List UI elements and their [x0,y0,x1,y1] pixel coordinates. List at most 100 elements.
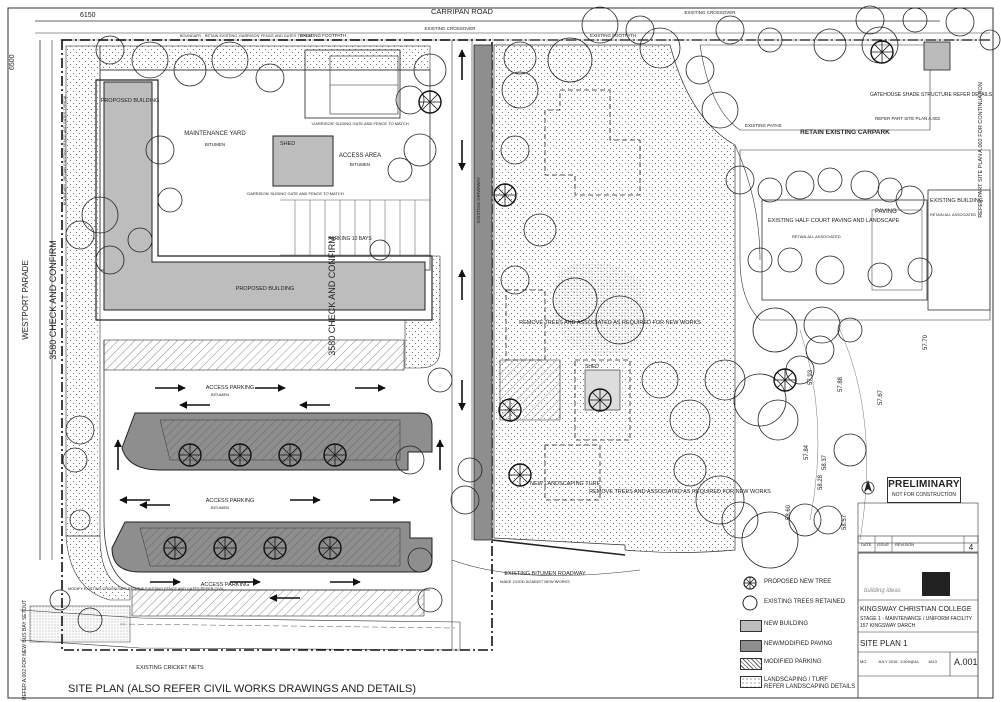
swatch-modified-parking [740,658,762,670]
label-refer-site-plan: REFER PART SITE PLAN A.002 [875,116,941,121]
proposed-tree-icon [870,40,894,64]
existing-tree-icon [788,503,822,537]
existing-tree-icon [945,7,975,37]
existing-tree-icon [395,85,425,115]
label-bitumen-roadway: EXISTING BITUMEN ROADWAY [504,571,586,577]
existing-tree-icon [777,247,803,273]
legend-modified-parking: MODIFIED PARKING [740,658,870,672]
label-maintenance-yard: MAINTENANCE YARD [184,131,246,137]
spot-level-label: 57.84 [804,444,810,460]
label-access-parking-2: ACCESS PARKING [206,498,255,504]
existing-tree-icon [552,277,598,323]
drawn-by: MG [860,659,867,664]
legend-new-paving: NEW/MODIFIED PAVING [740,640,870,654]
existing-tree-icon [145,135,175,165]
existing-tree-icon [595,295,645,345]
label-half-court-sub: RETAIN ALL ASSOCIATED [792,234,841,239]
label-proposed-building-2: PROPOSED BUILDING [236,286,295,292]
label-existing-paths: EXISTING PATHS [745,123,782,128]
brand-text: building ideas [864,588,901,594]
label-driveway: EXISTING DRIVEWAY [476,177,481,223]
existing-building [927,189,991,311]
traffic-arrows [114,49,466,602]
dim-setback-west: 3580 CHECK AND CONFIRM [48,240,58,360]
proposed-tree-icon [323,443,347,467]
existing-tree-icon [877,177,903,203]
job-number: 1613 [928,659,937,664]
existing-tree-icon [725,165,755,195]
title-block: building ideas eiw architects KINGSWAY C… [858,588,978,698]
existing-tree-icon [413,53,447,87]
north-arrow-icon [861,480,875,495]
label-modify-crossover: MODIFY EXISTING CROSSOVER REMOVE EXISTIN… [68,587,224,591]
existing-tree-icon [673,453,707,487]
proposed-tree-icon [163,536,187,560]
driveway-paving [473,44,493,541]
existing-tree-icon [833,433,867,467]
drawing-date: JULY 2016 [878,659,898,664]
label-garrison-gate: 'GARRISON' SLIDING GATE AND FENCE TO MAT… [311,121,408,126]
spot-level-label: 57.88 [838,376,844,392]
stamp-line2: NOT FOR CONSTRUCTION [891,492,957,498]
label-access-area: ACCESS AREA [339,153,381,159]
proposed-tree-icon [178,443,202,467]
existing-tree-icon [127,227,153,253]
proposed-building [103,81,426,311]
label-bitumen-1: BITUMEN [211,392,229,397]
proposed-tree-icon [743,576,757,590]
label-existing-footpath-2: EXISTING FOOTPATH [590,33,636,38]
existing-tree-icon [813,28,847,62]
proposed-tree-icon [263,536,287,560]
existing-tree-icon [403,133,437,167]
existing-tree-icon [157,187,183,213]
project-address: 157 KINGSWAY DARCH [860,623,916,629]
existing-tree-icon [979,29,1001,51]
existing-tree-icon [450,485,480,515]
existing-tree-icon [95,245,125,275]
existing-tree-icon [855,5,885,35]
west-landscaping-strip [65,45,101,537]
spot-level-label: 58.37 [822,454,828,470]
drawing-title: SITE PLAN 1 [860,639,908,648]
road-westport: WESTPORT PARADE [21,260,30,340]
proposed-tree-icon [773,368,797,392]
existing-tree-icon [427,367,453,393]
sheet-title: SITE PLAN (ALSO REFER CIVIL WORKS DRAWIN… [68,683,416,695]
legend-proposed-tree: PROPOSED NEW TREE [740,576,870,592]
legend-label: PROPOSED NEW TREE [764,579,832,585]
legend-label: NEW BUILDING [764,621,809,627]
existing-tree-icon [65,220,95,250]
proposed-tree-icon [213,536,237,560]
label-remove-trees-2: REMOVE TREES AND ASSOCIATED AS REQUIRED … [589,489,771,495]
label-existing-building: EXISTING BUILDING [930,198,983,204]
label-retain-carpark: RETAIN EXISTING CARPARK [800,129,890,136]
label-refer-site-plan-left: REFER A.002 FOR NEW BUS BAY SETOUT [22,600,28,700]
legend-landscaping: LANDSCAPING / TURF REFER LANDSCAPING DET… [740,676,870,690]
revision-notes-box [857,502,979,544]
existing-tree-icon [407,547,433,573]
existing-tree-icon [65,415,95,445]
existing-trees [49,5,1001,633]
existing-tree-icon [733,373,787,427]
existing-tree-icon [547,37,593,83]
existing-tree-icon [369,239,391,261]
existing-tree-icon [131,41,169,79]
existing-tree-icon [715,15,745,45]
sheet-border [7,7,994,699]
gatehouse-shade [923,41,951,71]
road-carripan: CARRIPAN ROAD [431,7,494,16]
label-half-court: EXISTING HALF COURT PAVING AND LANDSCAPE [768,218,900,224]
rev-date-header: DATE [861,542,872,547]
existing-tree-icon [77,607,103,633]
spot-level-label: 58.57 [842,514,848,530]
label-existing-crossover-2: EXISTING CROSSOVER [684,10,736,15]
existing-tree-icon [49,589,71,611]
swatch-landscaping [740,676,762,688]
legend-existing-tree: EXISTING TREES RETAINED [740,595,870,612]
proposed-tree-icon [418,90,442,114]
existing-tree-icon [95,35,125,65]
label-paving: PAVING [875,209,897,215]
label-access-parking-1: ACCESS PARKING [206,385,255,391]
existing-tree-icon [757,177,783,203]
